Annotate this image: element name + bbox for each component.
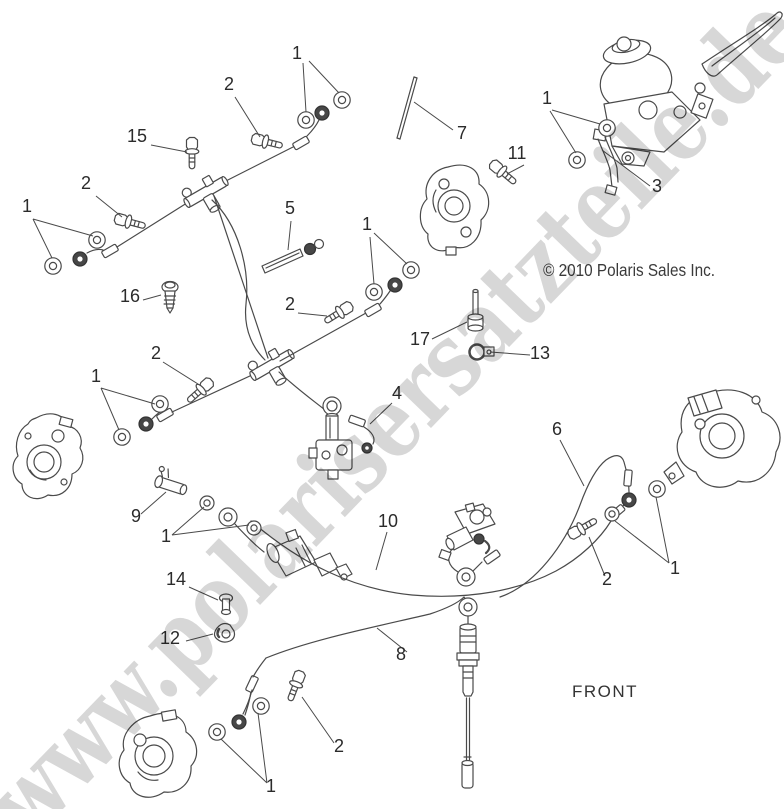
pin-item9 bbox=[154, 466, 192, 496]
washer bbox=[333, 91, 351, 109]
caliper-bottom bbox=[119, 710, 196, 797]
banjo-fitting bbox=[621, 492, 637, 508]
banjo-fitting bbox=[231, 714, 247, 730]
banjo-eye bbox=[458, 597, 478, 617]
callout-1: 1 bbox=[266, 776, 276, 796]
callout-leader-lines bbox=[32, 60, 670, 784]
callout-11: 11 bbox=[508, 143, 527, 163]
banjo-fitting bbox=[387, 277, 403, 293]
brake-line-6 bbox=[500, 456, 633, 597]
callout-14: 14 bbox=[166, 569, 186, 589]
callout-1: 1 bbox=[22, 196, 32, 216]
brake-line-10 bbox=[251, 521, 611, 596]
washer bbox=[402, 261, 420, 279]
callout-1: 1 bbox=[542, 88, 552, 108]
banjo-fitting bbox=[314, 105, 330, 121]
valve-assembly bbox=[309, 397, 352, 479]
bottom-hose bbox=[243, 690, 252, 714]
rear-master-cylinder bbox=[264, 530, 352, 580]
callout-2: 2 bbox=[285, 294, 295, 314]
vertical-line-fitting bbox=[457, 616, 479, 788]
callout-1: 1 bbox=[292, 43, 302, 63]
callout-15: 15 bbox=[127, 126, 147, 146]
front-brake-line-upper bbox=[87, 120, 319, 360]
banjo-fitting bbox=[138, 416, 154, 432]
callout-1: 1 bbox=[91, 366, 101, 386]
callout-3: 3 bbox=[652, 176, 662, 196]
callout-7: 7 bbox=[457, 123, 467, 143]
clamp-item12 bbox=[215, 624, 235, 643]
washer bbox=[199, 495, 215, 511]
caliper-left bbox=[13, 414, 83, 499]
screw-item16 bbox=[162, 282, 178, 314]
callout-9: 9 bbox=[131, 506, 141, 526]
callout-12: 12 bbox=[160, 628, 180, 648]
callout-6: 6 bbox=[552, 419, 562, 439]
callout-13: 13 bbox=[530, 343, 550, 363]
banjo-eye bbox=[456, 567, 476, 587]
post-item17 bbox=[468, 290, 483, 332]
cup-washer bbox=[604, 506, 620, 522]
caliper-right bbox=[664, 390, 780, 487]
callout-4: 4 bbox=[392, 383, 402, 403]
front-label: FRONT bbox=[572, 682, 638, 701]
washer bbox=[88, 231, 106, 249]
rivet-item14 bbox=[220, 594, 233, 615]
copyright-text: © 2010 Polaris Sales Inc. bbox=[543, 260, 715, 280]
washer bbox=[208, 723, 226, 741]
callout-2: 2 bbox=[224, 74, 234, 94]
washer bbox=[297, 111, 315, 129]
callout-2: 2 bbox=[334, 736, 344, 756]
callout-10: 10 bbox=[378, 511, 398, 531]
callout-17: 17 bbox=[410, 329, 430, 349]
hose-item5 bbox=[262, 240, 324, 274]
callout-5: 5 bbox=[285, 198, 295, 218]
callout-1: 1 bbox=[670, 558, 680, 578]
rod-item7 bbox=[397, 77, 417, 139]
callout-1: 1 bbox=[161, 526, 171, 546]
callout-8: 8 bbox=[396, 644, 406, 664]
hose-item4 bbox=[347, 414, 374, 453]
callout-2: 2 bbox=[602, 569, 612, 589]
pump-fitting bbox=[439, 503, 502, 572]
master-cylinder bbox=[595, 12, 782, 166]
washer bbox=[44, 257, 62, 275]
washer bbox=[648, 480, 666, 498]
washer bbox=[365, 283, 383, 301]
washer bbox=[113, 428, 131, 446]
callout-16: 16 bbox=[120, 286, 140, 306]
rear-hose-upper bbox=[234, 523, 264, 552]
caliper-bracket-mid bbox=[420, 165, 488, 255]
callout-2: 2 bbox=[81, 173, 91, 193]
callout-1: 1 bbox=[362, 214, 372, 234]
washer bbox=[252, 697, 270, 715]
banjo-fitting bbox=[72, 251, 88, 267]
callout-2: 2 bbox=[151, 343, 161, 363]
